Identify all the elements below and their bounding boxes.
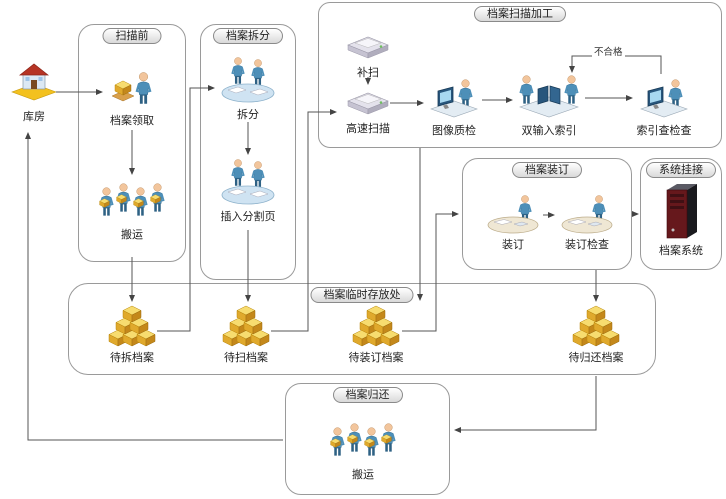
receive-node: 档案领取 xyxy=(104,68,160,128)
archive-system-node: 档案系统 xyxy=(658,182,704,258)
highspeed-scan-label: 高速扫描 xyxy=(346,123,390,135)
return-carry-node: 搬运 xyxy=(329,418,397,482)
pre-scan-title: 扫描前 xyxy=(102,28,162,44)
insert-divider-node: 插入分割页 xyxy=(218,158,278,224)
index-check-label: 索引查检查 xyxy=(636,125,692,137)
archive-system-label: 档案系统 xyxy=(659,245,703,257)
binding-node: 装订 xyxy=(486,194,540,252)
system-title: 系统挂接 xyxy=(646,162,716,178)
split-desk-icon xyxy=(220,56,276,104)
double-index-computers-icon xyxy=(517,74,581,120)
image-qc-label: 图像质检 xyxy=(432,125,476,137)
receive-label: 档案领取 xyxy=(110,115,154,127)
to-bind-boxes-icon xyxy=(352,305,400,347)
to-return-boxes-icon xyxy=(572,305,620,347)
binding-check-node: 装订检查 xyxy=(558,194,616,252)
highspeed-scanner-icon xyxy=(346,86,390,118)
to-split-boxes-icon xyxy=(108,305,156,347)
image-qc-node: 图像质检 xyxy=(427,78,481,138)
index-check-computer-icon xyxy=(639,78,689,120)
receive-archives-icon xyxy=(110,68,154,110)
highspeed-scan-node: 高速扫描 xyxy=(340,86,396,136)
split-label: 拆分 xyxy=(237,109,259,121)
to-split-label: 待拆档案 xyxy=(110,352,154,364)
double-index-label: 双输入索引 xyxy=(521,125,577,137)
double-index-node: 双输入索引 xyxy=(516,74,582,138)
return-carry-group-icon xyxy=(329,418,397,464)
scan-title: 档案扫描加工 xyxy=(474,6,566,22)
to-return-label: 待归还档案 xyxy=(568,352,624,364)
split-title: 档案拆分 xyxy=(213,28,283,44)
to-bind-node: 待装订档案 xyxy=(349,305,404,365)
resupply-scan-label: 补扫 xyxy=(357,67,379,79)
scan-panel: 档案扫描加工 xyxy=(318,2,722,148)
binding-title: 档案装订 xyxy=(512,162,582,178)
split-node: 拆分 xyxy=(218,56,278,122)
to-return-node: 待归还档案 xyxy=(569,305,624,365)
return-carry-label: 搬运 xyxy=(352,469,374,481)
server-icon xyxy=(661,182,701,240)
carry-node: 搬运 xyxy=(98,178,166,242)
insert-divider-label: 插入分割页 xyxy=(220,211,276,223)
to-split-node: 待拆档案 xyxy=(108,305,156,365)
return-title: 档案归还 xyxy=(332,387,403,403)
carry-group-icon xyxy=(98,178,166,224)
warehouse-icon xyxy=(10,60,58,106)
binding-panel: 档案装订 xyxy=(462,158,632,270)
to-scan-boxes-icon xyxy=(222,305,270,347)
resupply-scanner-icon xyxy=(346,30,390,62)
storage-title: 档案临时存放处 xyxy=(310,287,414,303)
resupply-scan-node: 补扫 xyxy=(343,30,393,80)
binding-desk-icon xyxy=(486,194,540,234)
image-qc-computer-icon xyxy=(429,78,479,120)
carry-label: 搬运 xyxy=(121,229,143,241)
warehouse-node: 库房 xyxy=(6,60,62,124)
insert-divider-icon xyxy=(220,158,276,206)
binding-check-desk-icon xyxy=(560,194,614,234)
fail-annotation: 不合格 xyxy=(592,44,625,58)
binding-check-label: 装订检查 xyxy=(565,239,609,251)
warehouse-label: 库房 xyxy=(23,111,45,123)
index-check-node: 索引查检查 xyxy=(636,78,692,138)
to-bind-label: 待装订档案 xyxy=(348,352,404,364)
to-scan-node: 待扫档案 xyxy=(222,305,270,365)
to-scan-label: 待扫档案 xyxy=(224,352,268,364)
binding-label: 装订 xyxy=(502,239,524,251)
